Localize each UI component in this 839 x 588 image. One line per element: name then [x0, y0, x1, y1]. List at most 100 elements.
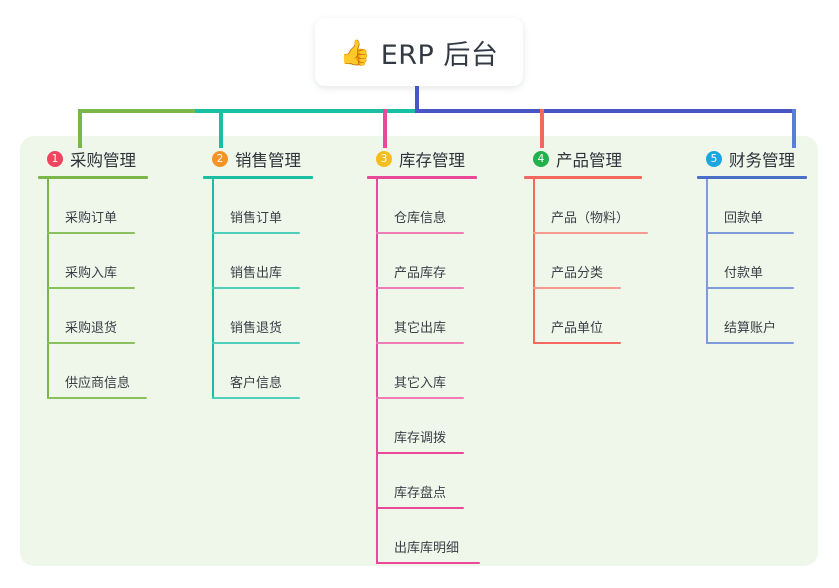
list-item[interactable]: 出库库明细	[376, 509, 492, 564]
branch-items-3: 仓库信息 产品库存 其它出库 其它入库 库存调拨 库存盘点	[367, 179, 492, 564]
branch-badge-5: 5	[706, 151, 722, 167]
leaf-rule	[212, 397, 300, 399]
leaf-label: 产品库存	[394, 266, 447, 281]
branch-stub-1	[78, 109, 82, 148]
list-item[interactable]: 结算账户	[706, 289, 822, 344]
leaf-label: 库存盘点	[394, 486, 447, 501]
leaf-rule	[533, 287, 621, 289]
list-item[interactable]: 其它出库	[376, 289, 492, 344]
branches-panel	[20, 136, 818, 566]
list-item[interactable]: 销售退货	[212, 289, 328, 344]
branch-badge-3: 3	[376, 151, 392, 167]
leaf-rule	[706, 287, 794, 289]
root-node[interactable]: 👍 ERP 后台	[315, 18, 523, 86]
branch-spine-1	[47, 179, 49, 399]
root-stem-connector	[415, 86, 419, 109]
branch-items-1: 采购订单 采购入库 采购退货 供应商信息	[38, 179, 163, 399]
leaf-rule	[706, 232, 794, 234]
branch-spine-4	[533, 179, 535, 344]
branch-title-1: 采购管理	[70, 151, 136, 170]
leaf-label: 产品分类	[551, 266, 604, 281]
leaf-label: 采购订单	[65, 211, 118, 226]
leaf-rule	[706, 342, 794, 344]
branch-column-1: 1 采购管理 采购订单 采购入库 采购退货 供应商信息	[38, 147, 163, 399]
branch-header-5[interactable]: 5 财务管理	[697, 147, 822, 171]
branch-badge-2: 2	[212, 151, 228, 167]
branch-spine-5	[706, 179, 708, 344]
list-item[interactable]: 仓库信息	[376, 179, 492, 234]
leaf-rule	[376, 232, 464, 234]
branch-column-5: 5 财务管理 回款单 付款单 结算账户	[697, 147, 822, 344]
leaf-rule	[47, 342, 135, 344]
leaf-label: 产品单位	[551, 321, 604, 336]
branch-header-1[interactable]: 1 采购管理	[38, 147, 163, 171]
list-item[interactable]: 采购订单	[47, 179, 163, 234]
list-item[interactable]: 销售订单	[212, 179, 328, 234]
branch-items-5: 回款单 付款单 结算账户	[697, 179, 822, 344]
leaf-label: 供应商信息	[65, 376, 131, 391]
connector-segment-2	[195, 109, 415, 113]
connector-segment-3	[415, 109, 796, 113]
list-item[interactable]: 产品分类	[533, 234, 659, 289]
branch-rule-5	[697, 176, 807, 179]
leaf-rule	[376, 342, 464, 344]
leaf-label: 仓库信息	[394, 211, 447, 226]
branch-title-3: 库存管理	[399, 151, 465, 170]
list-item[interactable]: 回款单	[706, 179, 822, 234]
leaf-rule	[376, 562, 480, 564]
connector-segment-1	[78, 109, 195, 113]
branch-title-2: 销售管理	[235, 151, 301, 170]
leaf-rule	[376, 452, 464, 454]
list-item[interactable]: 销售出库	[212, 234, 328, 289]
branch-header-2[interactable]: 2 销售管理	[203, 147, 328, 171]
leaf-label: 其它出库	[394, 321, 447, 336]
branch-header-4[interactable]: 4 产品管理	[524, 147, 659, 171]
leaf-label: 销售退货	[230, 321, 283, 336]
branch-stub-2	[219, 109, 223, 148]
list-item[interactable]: 供应商信息	[47, 344, 163, 399]
leaf-label: 回款单	[724, 211, 764, 226]
list-item[interactable]: 付款单	[706, 234, 822, 289]
branch-title-5: 财务管理	[729, 151, 795, 170]
leaf-label: 采购入库	[65, 266, 118, 281]
leaf-label: 库存调拨	[394, 431, 447, 446]
leaf-label: 其它入库	[394, 376, 447, 391]
branch-title-4: 产品管理	[556, 151, 622, 170]
leaf-label: 产品（物料）	[551, 211, 630, 226]
branch-rule-1	[38, 176, 148, 179]
leaf-label: 付款单	[724, 266, 764, 281]
leaf-label: 采购退货	[65, 321, 118, 336]
root-label: ERP 后台	[380, 39, 499, 71]
list-item[interactable]: 产品单位	[533, 289, 659, 344]
branch-stub-3	[383, 109, 387, 148]
branch-stub-5	[792, 109, 796, 148]
leaf-rule	[376, 287, 464, 289]
list-item[interactable]: 客户信息	[212, 344, 328, 399]
branch-header-3[interactable]: 3 库存管理	[367, 147, 492, 171]
list-item[interactable]: 其它入库	[376, 344, 492, 399]
branch-spine-3	[376, 179, 378, 564]
leaf-label: 销售出库	[230, 266, 283, 281]
thumbs-up-icon: 👍	[339, 37, 371, 67]
list-item[interactable]: 采购退货	[47, 289, 163, 344]
list-item[interactable]: 库存调拨	[376, 399, 492, 454]
leaf-label: 销售订单	[230, 211, 283, 226]
leaf-rule	[533, 342, 621, 344]
branch-items-4: 产品（物料） 产品分类 产品单位	[524, 179, 659, 344]
leaf-rule	[47, 287, 135, 289]
leaf-rule	[376, 507, 464, 509]
leaf-rule	[47, 232, 135, 234]
branch-badge-4: 4	[533, 151, 549, 167]
leaf-rule	[47, 397, 147, 399]
leaf-rule	[212, 287, 300, 289]
branch-column-2: 2 销售管理 销售订单 销售出库 销售退货 客户信息	[203, 147, 328, 399]
leaf-label: 结算账户	[724, 321, 777, 336]
list-item[interactable]: 采购入库	[47, 234, 163, 289]
branch-rule-2	[203, 176, 313, 179]
list-item[interactable]: 库存盘点	[376, 454, 492, 509]
leaf-label: 出库库明细	[394, 541, 460, 556]
leaf-rule	[212, 232, 300, 234]
list-item[interactable]: 产品（物料）	[533, 179, 659, 234]
list-item[interactable]: 产品库存	[376, 234, 492, 289]
leaf-rule	[376, 397, 464, 399]
